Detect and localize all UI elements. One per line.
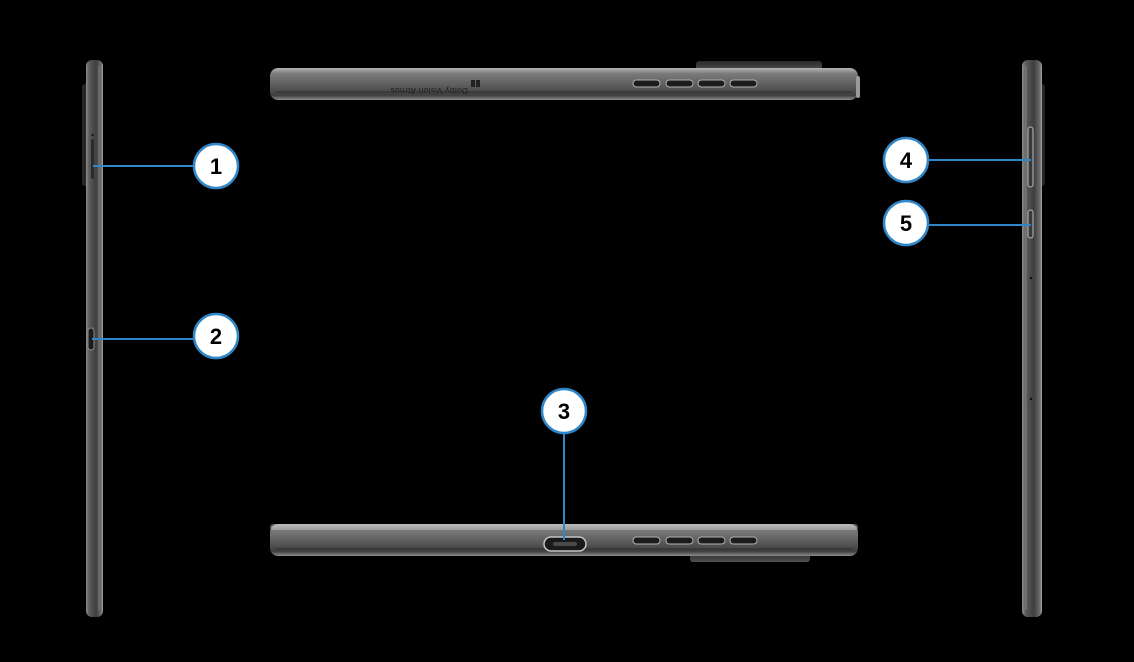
speaker-grille [632,536,661,545]
callout-1: 1 [192,142,240,190]
callout-2-number: 2 [210,324,222,349]
speaker-grille [697,536,726,545]
speaker-grille [632,79,661,88]
top-speaker-grilles [632,79,758,88]
right-edge-body [1022,60,1042,617]
speaker-grille [729,79,758,88]
callout-2: 2 [192,312,240,360]
top-edge-view: Dolby Vision Atmos [270,61,860,100]
top-edge-body [270,68,858,100]
speaker-grille [729,536,758,545]
callout-1-number: 1 [210,154,222,179]
dolby-logo [471,80,480,87]
sim-tray-slot [91,139,94,179]
speaker-grille [665,536,694,545]
speaker-grille [697,79,726,88]
callout-3-number: 3 [558,399,570,424]
right-side-view [1022,60,1045,617]
callout-4-number: 4 [900,148,913,173]
callout-4: 4 [882,136,930,184]
leader-lines [92,159,1031,540]
branding-text: Dolby Vision Atmos [391,86,468,95]
microphone-hole [1029,397,1033,401]
bottom-speaker-grilles [632,536,758,545]
callout-5-number: 5 [900,211,912,236]
sim-eject-hole [91,133,94,137]
volume-button [1027,126,1034,188]
microphone-hole [1029,276,1033,280]
callout-3: 3 [540,387,588,435]
callout-5: 5 [882,199,930,247]
speaker-grille [665,79,694,88]
